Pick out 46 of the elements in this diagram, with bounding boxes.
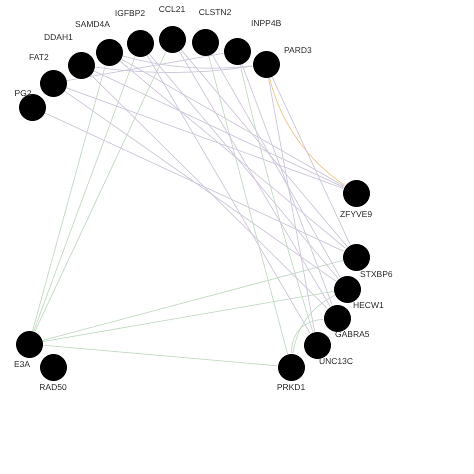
interaction-line bbox=[33, 55, 136, 332]
gene-label: CLSTN2 bbox=[198, 6, 232, 16]
gene-label: IGFBP2 bbox=[114, 8, 146, 18]
gene-label: HECW1 bbox=[353, 300, 384, 310]
gene-label: PG2 bbox=[14, 88, 32, 98]
gene-label: FAT2 bbox=[29, 52, 49, 62]
interaction-line bbox=[42, 344, 278, 366]
interaction-line bbox=[292, 294, 336, 354]
interaction-line bbox=[42, 260, 344, 341]
gene-label: PARD3 bbox=[284, 44, 312, 54]
interaction-line bbox=[208, 54, 288, 354]
gene-label: E3A bbox=[14, 358, 30, 368]
gene-label: SAMD4A bbox=[75, 18, 110, 28]
gene-label: PRKD1 bbox=[276, 382, 306, 392]
interaction-line bbox=[211, 53, 341, 278]
interaction-line bbox=[268, 76, 316, 332]
interaction-line bbox=[240, 64, 314, 333]
interaction-line bbox=[268, 76, 346, 186]
interaction-line bbox=[146, 54, 311, 334]
gene-label: CCL21 bbox=[158, 4, 186, 14]
interaction-line bbox=[92, 70, 344, 188]
interaction-line bbox=[90, 74, 328, 309]
gene-label: INPP4B bbox=[251, 18, 282, 28]
interaction-line bbox=[118, 60, 346, 249]
gene-label: ZFYVE9 bbox=[340, 208, 372, 218]
interaction-line bbox=[66, 52, 224, 82]
gene-label: UNC13C bbox=[319, 356, 354, 366]
gene-label: RAD50 bbox=[39, 382, 67, 392]
interaction-line bbox=[34, 50, 167, 332]
interaction-line bbox=[148, 52, 339, 280]
interaction-line bbox=[42, 290, 334, 342]
interaction-line bbox=[32, 64, 106, 332]
gene-label: STXBP6 bbox=[360, 268, 393, 278]
interaction-line bbox=[290, 318, 324, 354]
gene-label: GABRA5 bbox=[335, 328, 370, 338]
interaction-line bbox=[65, 87, 344, 189]
interaction-line bbox=[120, 58, 345, 187]
interaction-line bbox=[180, 48, 348, 248]
interaction-line bbox=[122, 55, 254, 69]
interaction-line bbox=[241, 63, 333, 306]
interaction-line bbox=[44, 112, 344, 252]
interaction-line bbox=[94, 66, 254, 73]
gene-label: DDAH1 bbox=[44, 32, 73, 42]
interaction-line bbox=[178, 50, 331, 307]
interaction-line bbox=[64, 90, 336, 282]
interaction-line bbox=[271, 76, 351, 246]
